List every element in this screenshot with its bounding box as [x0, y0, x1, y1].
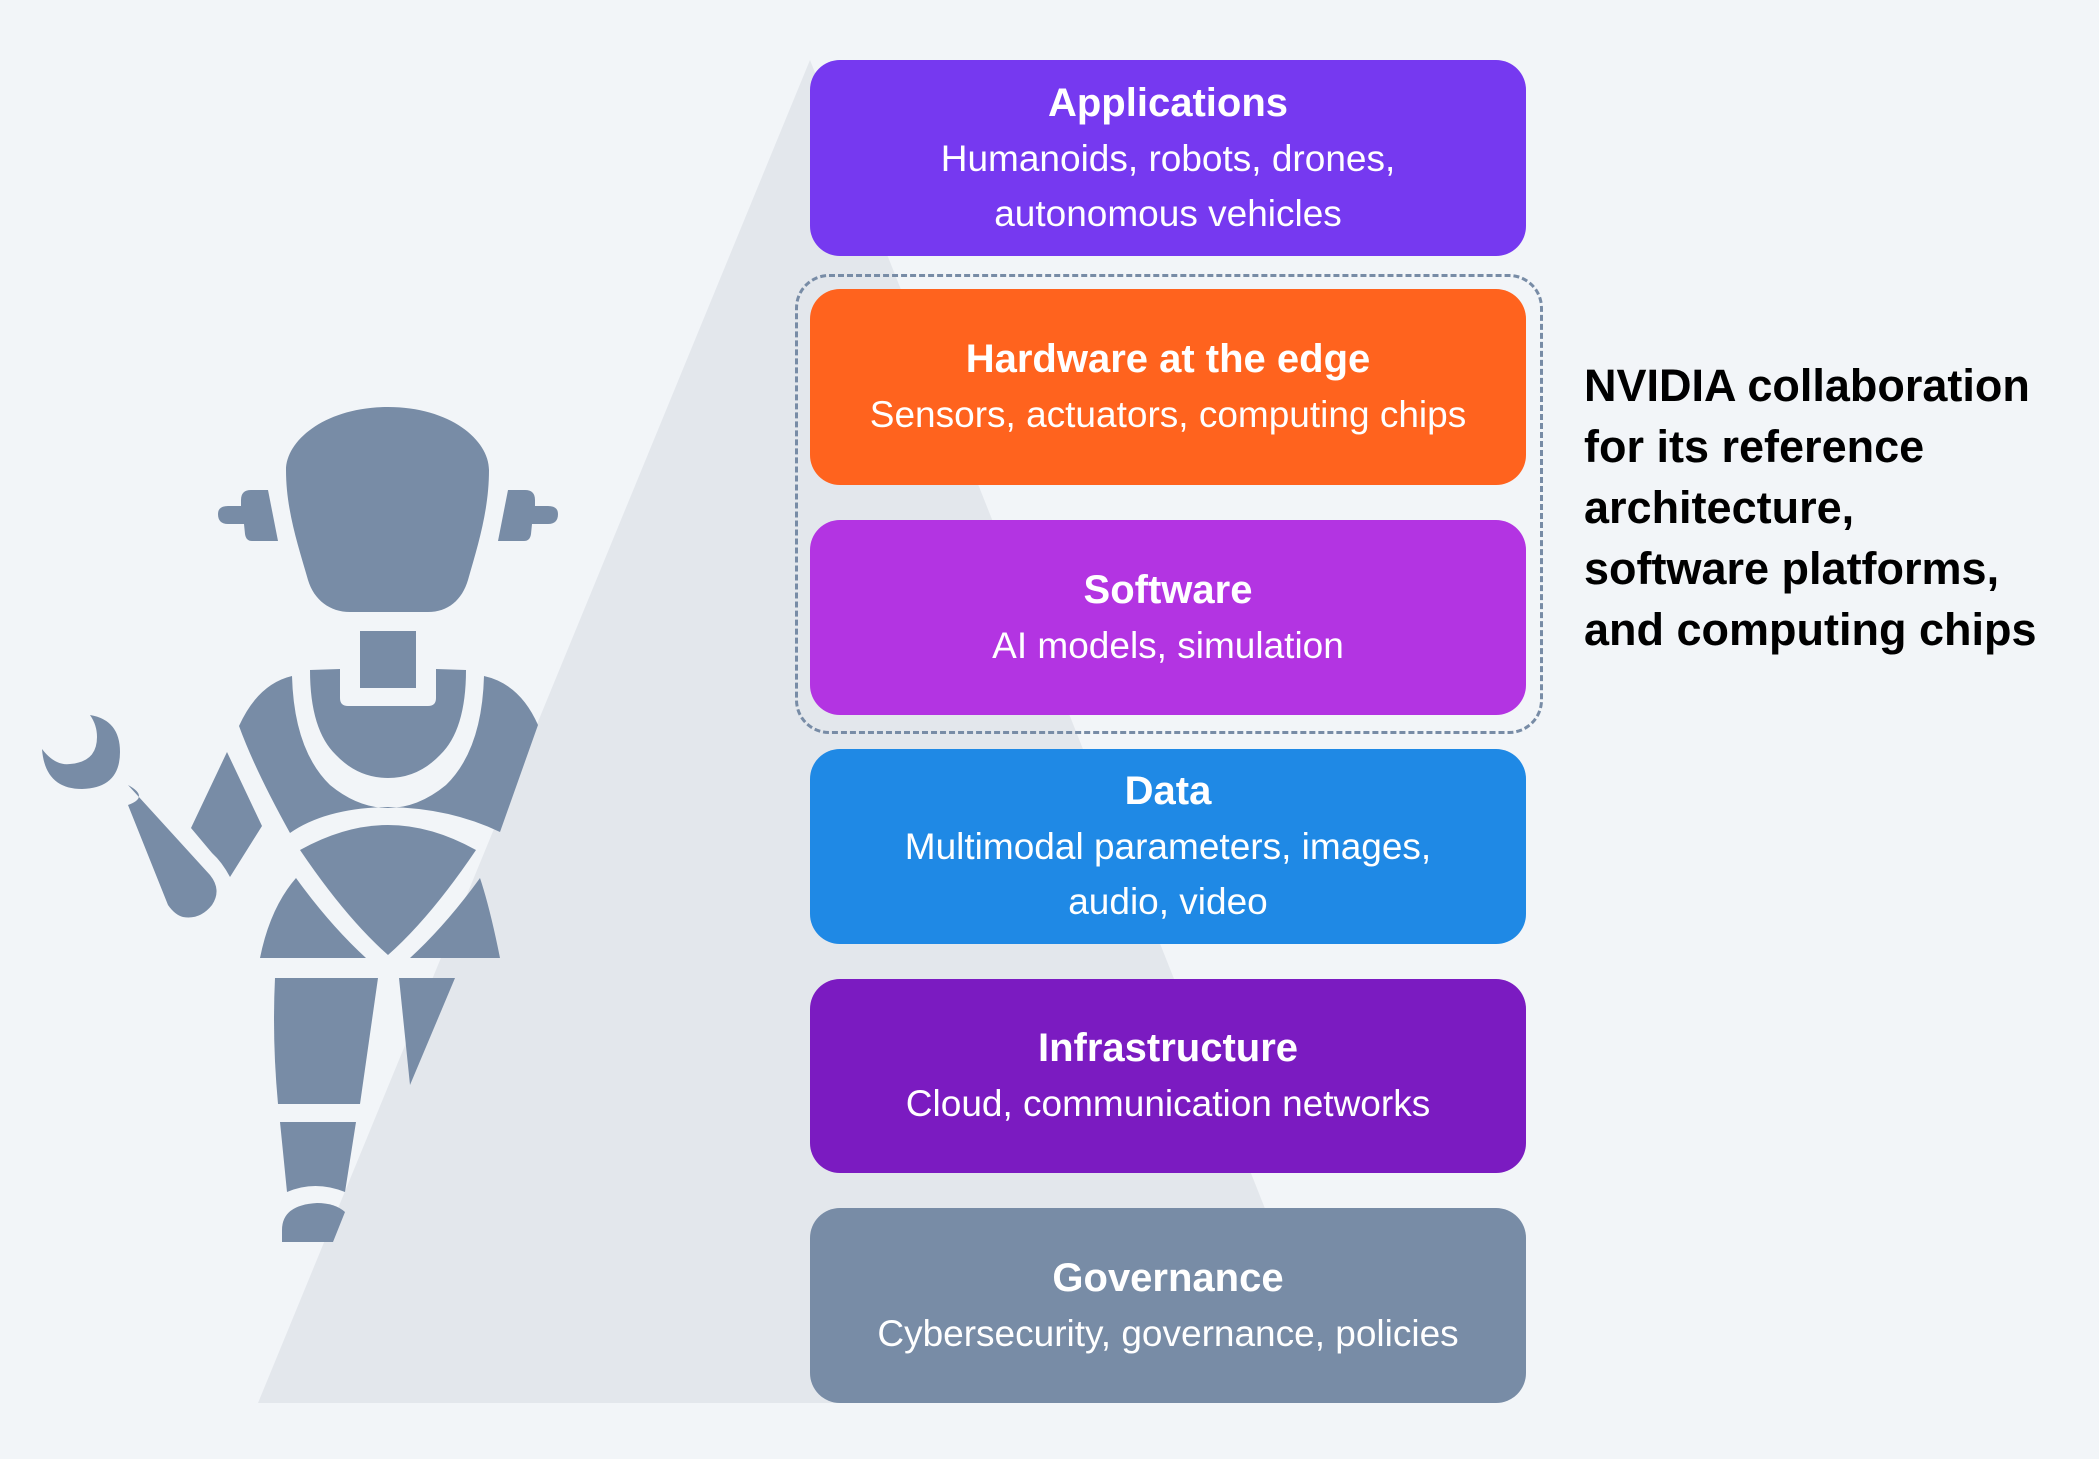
- layer-software: Software AI models, simulation: [810, 520, 1526, 715]
- robot-chest: [300, 825, 476, 955]
- layer-subtitle: AI models, simulation: [992, 624, 1344, 666]
- robot-right-thigh: [399, 978, 455, 1085]
- robot-left-shin: [280, 1122, 356, 1192]
- layer-applications: Applications Humanoids, robots, drones, …: [810, 60, 1526, 256]
- robot-collar: [310, 669, 466, 778]
- layer-title: Data: [1124, 769, 1212, 813]
- layer-subtitle: Multimodal parameters, images, audio, vi…: [904, 826, 1432, 922]
- robot-upper-arm: [191, 752, 262, 877]
- nvidia-collaboration-group: [795, 274, 1543, 734]
- robot-right-ear: [498, 490, 558, 541]
- layer-title: Applications: [1047, 80, 1289, 125]
- layer-subtitle: Cloud, communication networks: [905, 1083, 1431, 1124]
- robot-neck: [360, 631, 416, 688]
- layer-subtitle: Cybersecurity, governance, policies: [877, 1312, 1459, 1354]
- robot-left-foot: [282, 1203, 345, 1242]
- layer-title: Governance: [1052, 1255, 1284, 1300]
- robot-left-ear: [218, 490, 278, 541]
- layer-infrastructure: Infrastructure Cloud, communication netw…: [810, 979, 1526, 1173]
- nvidia-collaboration-note: NVIDIA collaboration for its reference a…: [1584, 360, 2037, 655]
- layer-title: Software: [1083, 567, 1253, 612]
- robot-torso-upper: [239, 676, 538, 833]
- layer-governance: Governance Cybersecurity, governance, po…: [810, 1208, 1526, 1403]
- robot-head: [286, 407, 489, 612]
- robot-wrench: [42, 715, 120, 789]
- robot-hip-right: [410, 878, 500, 958]
- layer-data: Data Multimodal parameters, images, audi…: [810, 749, 1526, 944]
- layer-subtitle: Sensors, actuators, computing chips: [869, 394, 1467, 435]
- robot-hip-left: [260, 878, 366, 958]
- layer-title: Infrastructure: [1037, 1026, 1299, 1070]
- layer-title: Hardware at the edge: [965, 337, 1371, 381]
- robot-forearm: [128, 785, 217, 918]
- layer-hardware: Hardware at the edge Sensors, actuators,…: [810, 289, 1526, 485]
- layer-subtitle: Humanoids, robots, drones, autonomous ve…: [940, 137, 1396, 234]
- robot-left-thigh: [274, 978, 378, 1104]
- robot-icon: [42, 407, 558, 1242]
